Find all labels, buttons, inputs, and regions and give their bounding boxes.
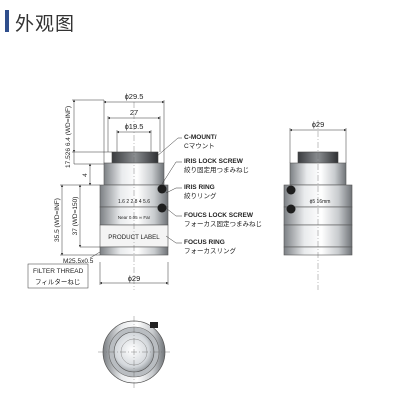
filter-thread-box xyxy=(27,263,89,289)
iris-ring-jp: 絞りリング xyxy=(184,191,217,200)
left-dimensions xyxy=(60,99,112,256)
dim-left-wd-inf: 6.4 (WD=INF) xyxy=(65,106,72,146)
focus-lock-screw-icon xyxy=(157,203,167,213)
dim-top-27: 27 xyxy=(130,108,138,117)
iris-lock-en: IRIS LOCK SCREW xyxy=(184,158,244,165)
top-dimensions xyxy=(103,100,165,163)
dim-left-17-526: 17.526 xyxy=(65,148,72,168)
filter-thread-en: FILTER THREAD xyxy=(33,268,84,275)
dim-side-dia: ϕ29 xyxy=(312,120,325,129)
dim-left-4: 4 xyxy=(82,173,89,177)
cmount-jp: Cマウント xyxy=(184,142,215,150)
dim-top-inner: ϕ19.5 xyxy=(125,122,144,131)
cmount-en: C-MOUNT/ xyxy=(184,134,217,141)
iris-lock-screw-icon xyxy=(157,184,167,194)
side-focus-screw-icon xyxy=(286,204,296,214)
callout-leaders xyxy=(155,137,182,244)
bottom-dimensions xyxy=(89,251,169,285)
c-mount-thread xyxy=(111,151,159,165)
side-lens-text: ϕ5 16mm xyxy=(310,199,331,205)
dim-left-37: 37 (WD=150) xyxy=(72,197,79,236)
page-title: 外观图 xyxy=(15,13,76,35)
focus-ring-jp: フォーカスリング xyxy=(184,246,237,255)
focus-scale-text: Near 0.05 ∞ Far xyxy=(118,215,151,220)
focus-ring-en: FOCUS RING xyxy=(184,239,225,246)
title-accent-bar xyxy=(5,10,9,32)
side-lock-screw-icon xyxy=(286,185,296,195)
dim-top-outer: ϕ29.5 xyxy=(125,92,144,101)
dim-bottom-dia: ϕ29 xyxy=(128,274,141,283)
iris-lock-jp: 絞り固定用つまみねじ xyxy=(184,165,249,174)
product-label-text: PRODUCT LABEL xyxy=(108,234,160,241)
focus-lock-en: FOUCS LOCK SCREW xyxy=(184,212,254,219)
filter-thread-jp: フィルターねじ xyxy=(35,277,80,286)
iris-ring-en: IRIS RING xyxy=(184,184,215,191)
dim-thread: M25.5x0.5 xyxy=(63,258,94,265)
side-dimensions xyxy=(289,128,347,163)
focus-lock-jp: フォーカス固定つまみねじ xyxy=(184,219,262,228)
side-view-lens: ϕ5 16mm xyxy=(283,151,353,256)
dim-left-35-5: 35.5 (WD=INF) xyxy=(54,198,61,242)
